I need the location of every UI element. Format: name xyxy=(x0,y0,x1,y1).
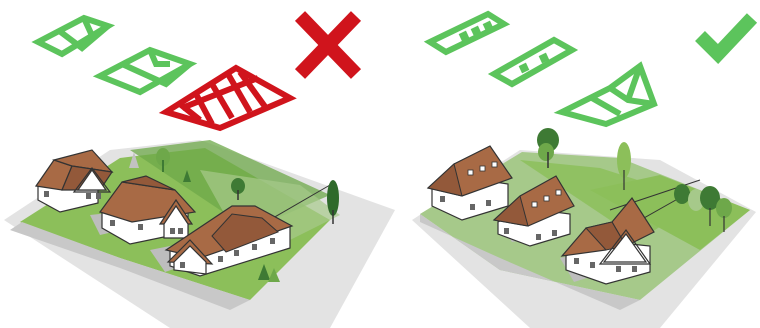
check-mark-icon xyxy=(695,13,758,65)
cross-gable-house-right xyxy=(560,196,655,285)
dormer-house-right xyxy=(426,145,513,221)
gable-roof-icon xyxy=(92,46,198,96)
elongated-truss-roof-icon xyxy=(158,64,297,132)
long-wing-house-left xyxy=(164,205,294,277)
x-mark-icon xyxy=(294,11,362,79)
incorrect-panel xyxy=(4,11,395,328)
correct-panel xyxy=(412,10,758,328)
trees-left xyxy=(129,148,339,282)
dormer-roof-icon xyxy=(487,36,579,88)
dormer-house-right-2 xyxy=(492,175,575,247)
gable-roof-icon xyxy=(31,14,116,58)
cross-gable-house-left xyxy=(34,149,114,213)
cross-gable-roof-icon xyxy=(553,61,658,128)
hip-gable-house-left xyxy=(99,175,197,245)
trees-right xyxy=(537,128,732,232)
dormer-roof-icon xyxy=(423,10,511,56)
